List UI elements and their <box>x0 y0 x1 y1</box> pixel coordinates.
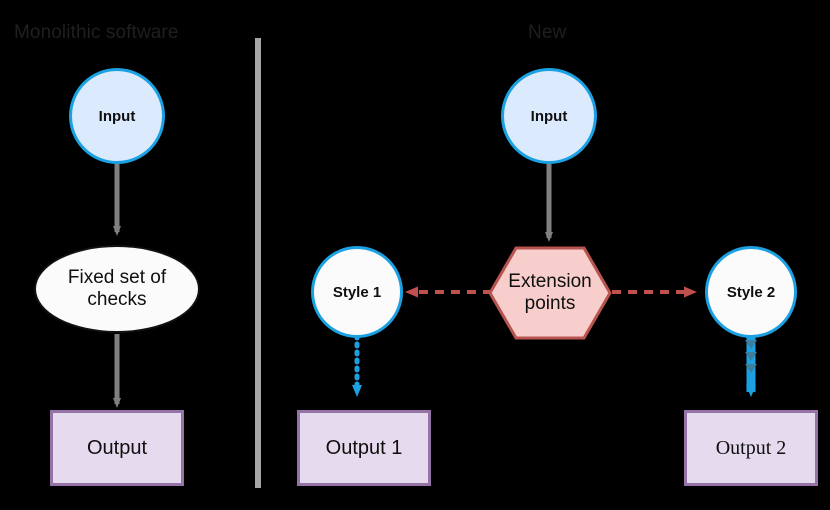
node-input-left[interactable]: Input <box>69 68 165 164</box>
node-label-line1: Fixed set of <box>67 267 167 289</box>
panel-title-right: New <box>528 22 567 43</box>
node-style-1[interactable]: Style 1 <box>311 246 403 338</box>
node-extension-points[interactable]: Extension points <box>488 246 612 340</box>
node-label: Output 1 <box>325 436 403 459</box>
node-label: Input <box>530 107 568 125</box>
node-label-line1: Extension <box>508 271 592 293</box>
node-label: Extension points <box>488 246 612 340</box>
node-output-left[interactable]: Output <box>50 410 184 486</box>
node-label: Style 2 <box>726 283 776 301</box>
node-label: Fixed set of checks <box>68 267 166 311</box>
hexagon-shape <box>488 246 612 340</box>
node-label: Output <box>86 436 148 459</box>
node-label-line2: points <box>524 293 576 314</box>
node-label: Input <box>98 107 136 125</box>
node-fixed-set-of-checks[interactable]: Fixed set of checks <box>34 245 200 333</box>
panel-title-left: Monolithic software <box>14 22 179 43</box>
node-label-line2: checks <box>87 289 147 310</box>
node-label: Style 1 <box>332 283 382 301</box>
node-output-2[interactable]: Output 2 <box>684 410 818 486</box>
node-style-2[interactable]: Style 2 <box>705 246 797 338</box>
node-label: Output 2 <box>715 436 787 459</box>
node-output-1[interactable]: Output 1 <box>297 410 431 486</box>
node-input-right[interactable]: Input <box>501 68 597 164</box>
edge-style2-chevrons <box>745 340 757 373</box>
